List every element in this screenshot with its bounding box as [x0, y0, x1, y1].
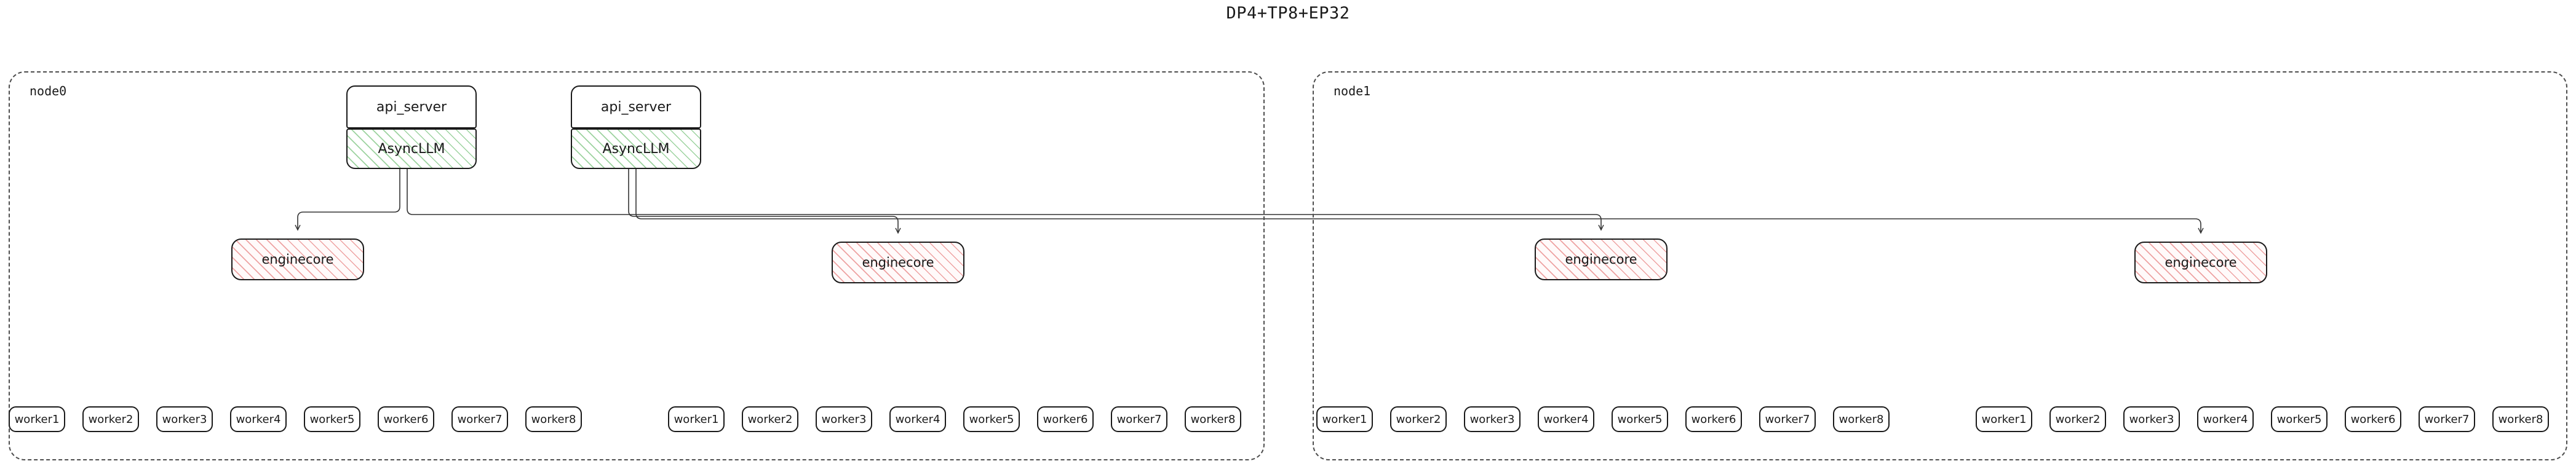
worker-box[interactable]: worker2 — [2049, 406, 2106, 432]
api-server-box[interactable]: api_server — [346, 85, 477, 128]
worker-box-label: worker8 — [1190, 412, 1236, 426]
worker-box[interactable]: worker7 — [2419, 406, 2475, 432]
worker-box-label: worker6 — [2350, 412, 2396, 426]
api-server-box-label: api_server — [600, 99, 672, 115]
worker-box-label: worker4 — [2203, 412, 2248, 426]
worker-box-label: worker1 — [1981, 412, 2027, 426]
worker-box[interactable]: worker1 — [668, 406, 725, 432]
worker-box[interactable]: worker6 — [378, 406, 434, 432]
node-cluster-label: node1 — [1334, 84, 1371, 98]
worker-box-label: worker5 — [969, 412, 1014, 426]
worker-box[interactable]: worker3 — [2123, 406, 2180, 432]
worker-box-label: worker5 — [309, 412, 355, 426]
worker-box[interactable]: worker7 — [1759, 406, 1816, 432]
asyncllm-box-label: AsyncLLM — [602, 141, 670, 157]
worker-box[interactable]: worker5 — [1612, 406, 1668, 432]
worker-box-label: worker3 — [1469, 412, 1515, 426]
worker-box[interactable]: worker1 — [1976, 406, 2032, 432]
worker-box[interactable]: worker3 — [156, 406, 213, 432]
asyncllm-box[interactable]: AsyncLLM — [571, 128, 701, 169]
worker-box-label: worker4 — [895, 412, 940, 426]
asyncllm-box[interactable]: AsyncLLM — [346, 128, 477, 169]
worker-box-label: worker4 — [236, 412, 281, 426]
worker-box-label: worker6 — [383, 412, 429, 426]
worker-box[interactable]: worker4 — [1538, 406, 1594, 432]
worker-box-label: worker1 — [14, 412, 60, 426]
worker-box[interactable]: worker8 — [2492, 406, 2549, 432]
worker-box[interactable]: worker2 — [742, 406, 798, 432]
worker-box[interactable]: worker5 — [304, 406, 360, 432]
worker-box-label: worker3 — [162, 412, 207, 426]
worker-box[interactable]: worker6 — [2345, 406, 2401, 432]
worker-box-label: worker5 — [1617, 412, 1663, 426]
worker-box-label: worker6 — [1691, 412, 1736, 426]
enginecore-box[interactable]: enginecore — [832, 242, 964, 283]
worker-box-label: worker5 — [2276, 412, 2322, 426]
node-cluster-node0: node0 — [9, 71, 1265, 460]
worker-box-label: worker8 — [1839, 412, 1884, 426]
worker-box[interactable]: worker3 — [1464, 406, 1521, 432]
worker-box[interactable]: worker8 — [525, 406, 582, 432]
worker-box[interactable]: worker4 — [2197, 406, 2254, 432]
worker-box-label: worker7 — [1116, 412, 1162, 426]
worker-box[interactable]: worker8 — [1185, 406, 1241, 432]
worker-box[interactable]: worker2 — [1390, 406, 1447, 432]
node-cluster-label: node0 — [30, 84, 67, 98]
worker-box-label: worker7 — [457, 412, 503, 426]
worker-box-label: worker2 — [2055, 412, 2101, 426]
enginecore-box[interactable]: enginecore — [2134, 242, 2267, 283]
enginecore-box-label: enginecore — [261, 252, 334, 267]
worker-box[interactable]: worker3 — [816, 406, 872, 432]
worker-box-label: worker8 — [531, 412, 576, 426]
enginecore-box[interactable]: enginecore — [231, 238, 364, 280]
worker-box[interactable]: worker1 — [1316, 406, 1373, 432]
worker-box[interactable]: worker2 — [82, 406, 139, 432]
api-server-box-label: api_server — [376, 99, 447, 115]
worker-box-label: worker1 — [1322, 412, 1367, 426]
worker-box[interactable]: worker5 — [2271, 406, 2328, 432]
worker-box-label: worker4 — [1543, 412, 1589, 426]
worker-box-label: worker8 — [2498, 412, 2543, 426]
worker-box-label: worker2 — [1396, 412, 1441, 426]
worker-box-label: worker3 — [821, 412, 867, 426]
enginecore-box-label: enginecore — [862, 255, 934, 270]
asyncllm-box-label: AsyncLLM — [378, 141, 445, 157]
worker-box-label: worker7 — [2424, 412, 2470, 426]
worker-box-label: worker3 — [2129, 412, 2174, 426]
worker-box-label: worker1 — [674, 412, 719, 426]
worker-box[interactable]: worker6 — [1037, 406, 1094, 432]
worker-box[interactable]: worker4 — [889, 406, 946, 432]
worker-box-label: worker6 — [1043, 412, 1088, 426]
enginecore-box[interactable]: enginecore — [1535, 238, 1668, 280]
enginecore-box-label: enginecore — [1565, 252, 1637, 267]
node-cluster-node1: node1 — [1313, 71, 2567, 460]
worker-box[interactable]: worker4 — [230, 406, 287, 432]
worker-box[interactable]: worker5 — [963, 406, 1020, 432]
enginecore-box-label: enginecore — [2165, 255, 2237, 270]
worker-box[interactable]: worker6 — [1685, 406, 1742, 432]
worker-box-label: worker2 — [747, 412, 793, 426]
worker-box[interactable]: worker8 — [1833, 406, 1890, 432]
worker-box[interactable]: worker7 — [451, 406, 508, 432]
worker-box-label: worker2 — [88, 412, 133, 426]
api-server-box[interactable]: api_server — [571, 85, 701, 128]
page-title: DP4+TP8+EP32 — [1226, 4, 1350, 23]
worker-box[interactable]: worker7 — [1111, 406, 1167, 432]
worker-box-label: worker7 — [1765, 412, 1810, 426]
worker-box[interactable]: worker1 — [9, 406, 65, 432]
